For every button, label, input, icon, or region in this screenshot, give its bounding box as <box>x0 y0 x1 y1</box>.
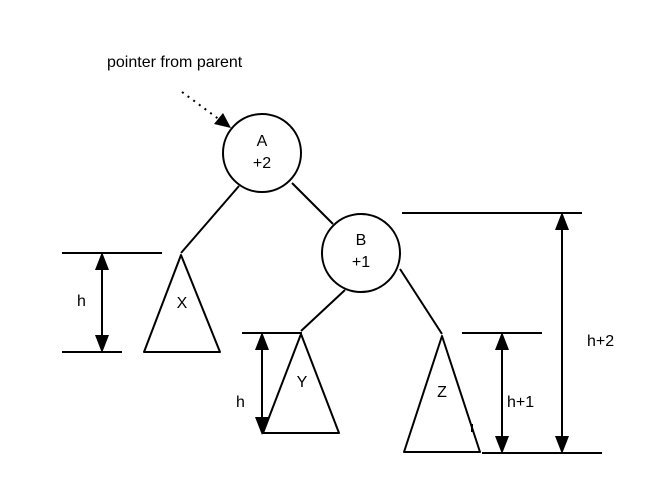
pointer-arrow <box>181 91 231 128</box>
height-marker-b: h+2 <box>402 212 614 454</box>
node-b: B +1 <box>321 213 401 293</box>
height-label-x: h <box>77 293 86 310</box>
pointer-annotation: pointer from parent <box>107 54 243 71</box>
node-b-balance: +1 <box>352 254 370 271</box>
height-marker-y: h <box>236 332 302 435</box>
subtree-x: X <box>143 254 221 353</box>
edge-a-x <box>180 185 240 254</box>
subtree-y-label: Y <box>297 374 308 391</box>
height-marker-z: h+1 <box>462 332 602 454</box>
pointer-arrowhead-icon <box>214 113 231 128</box>
node-a: A +2 <box>222 113 302 193</box>
height-marker-x: h <box>62 252 162 353</box>
edge-b-y <box>300 289 346 332</box>
subtree-x-label: X <box>177 295 188 312</box>
subtree-z: Z <box>403 335 481 453</box>
height-label-y: h <box>236 394 245 411</box>
subtree-y: Y <box>262 333 340 434</box>
edge-b-z <box>399 268 443 335</box>
node-a-label: A <box>257 133 268 150</box>
subtree-z-label: Z <box>437 384 447 401</box>
edge-a-b <box>291 182 334 225</box>
node-b-label: B <box>356 232 367 249</box>
node-a-balance: +2 <box>253 155 271 172</box>
height-label-b: h+2 <box>587 333 614 350</box>
height-label-z: h+1 <box>507 394 534 411</box>
